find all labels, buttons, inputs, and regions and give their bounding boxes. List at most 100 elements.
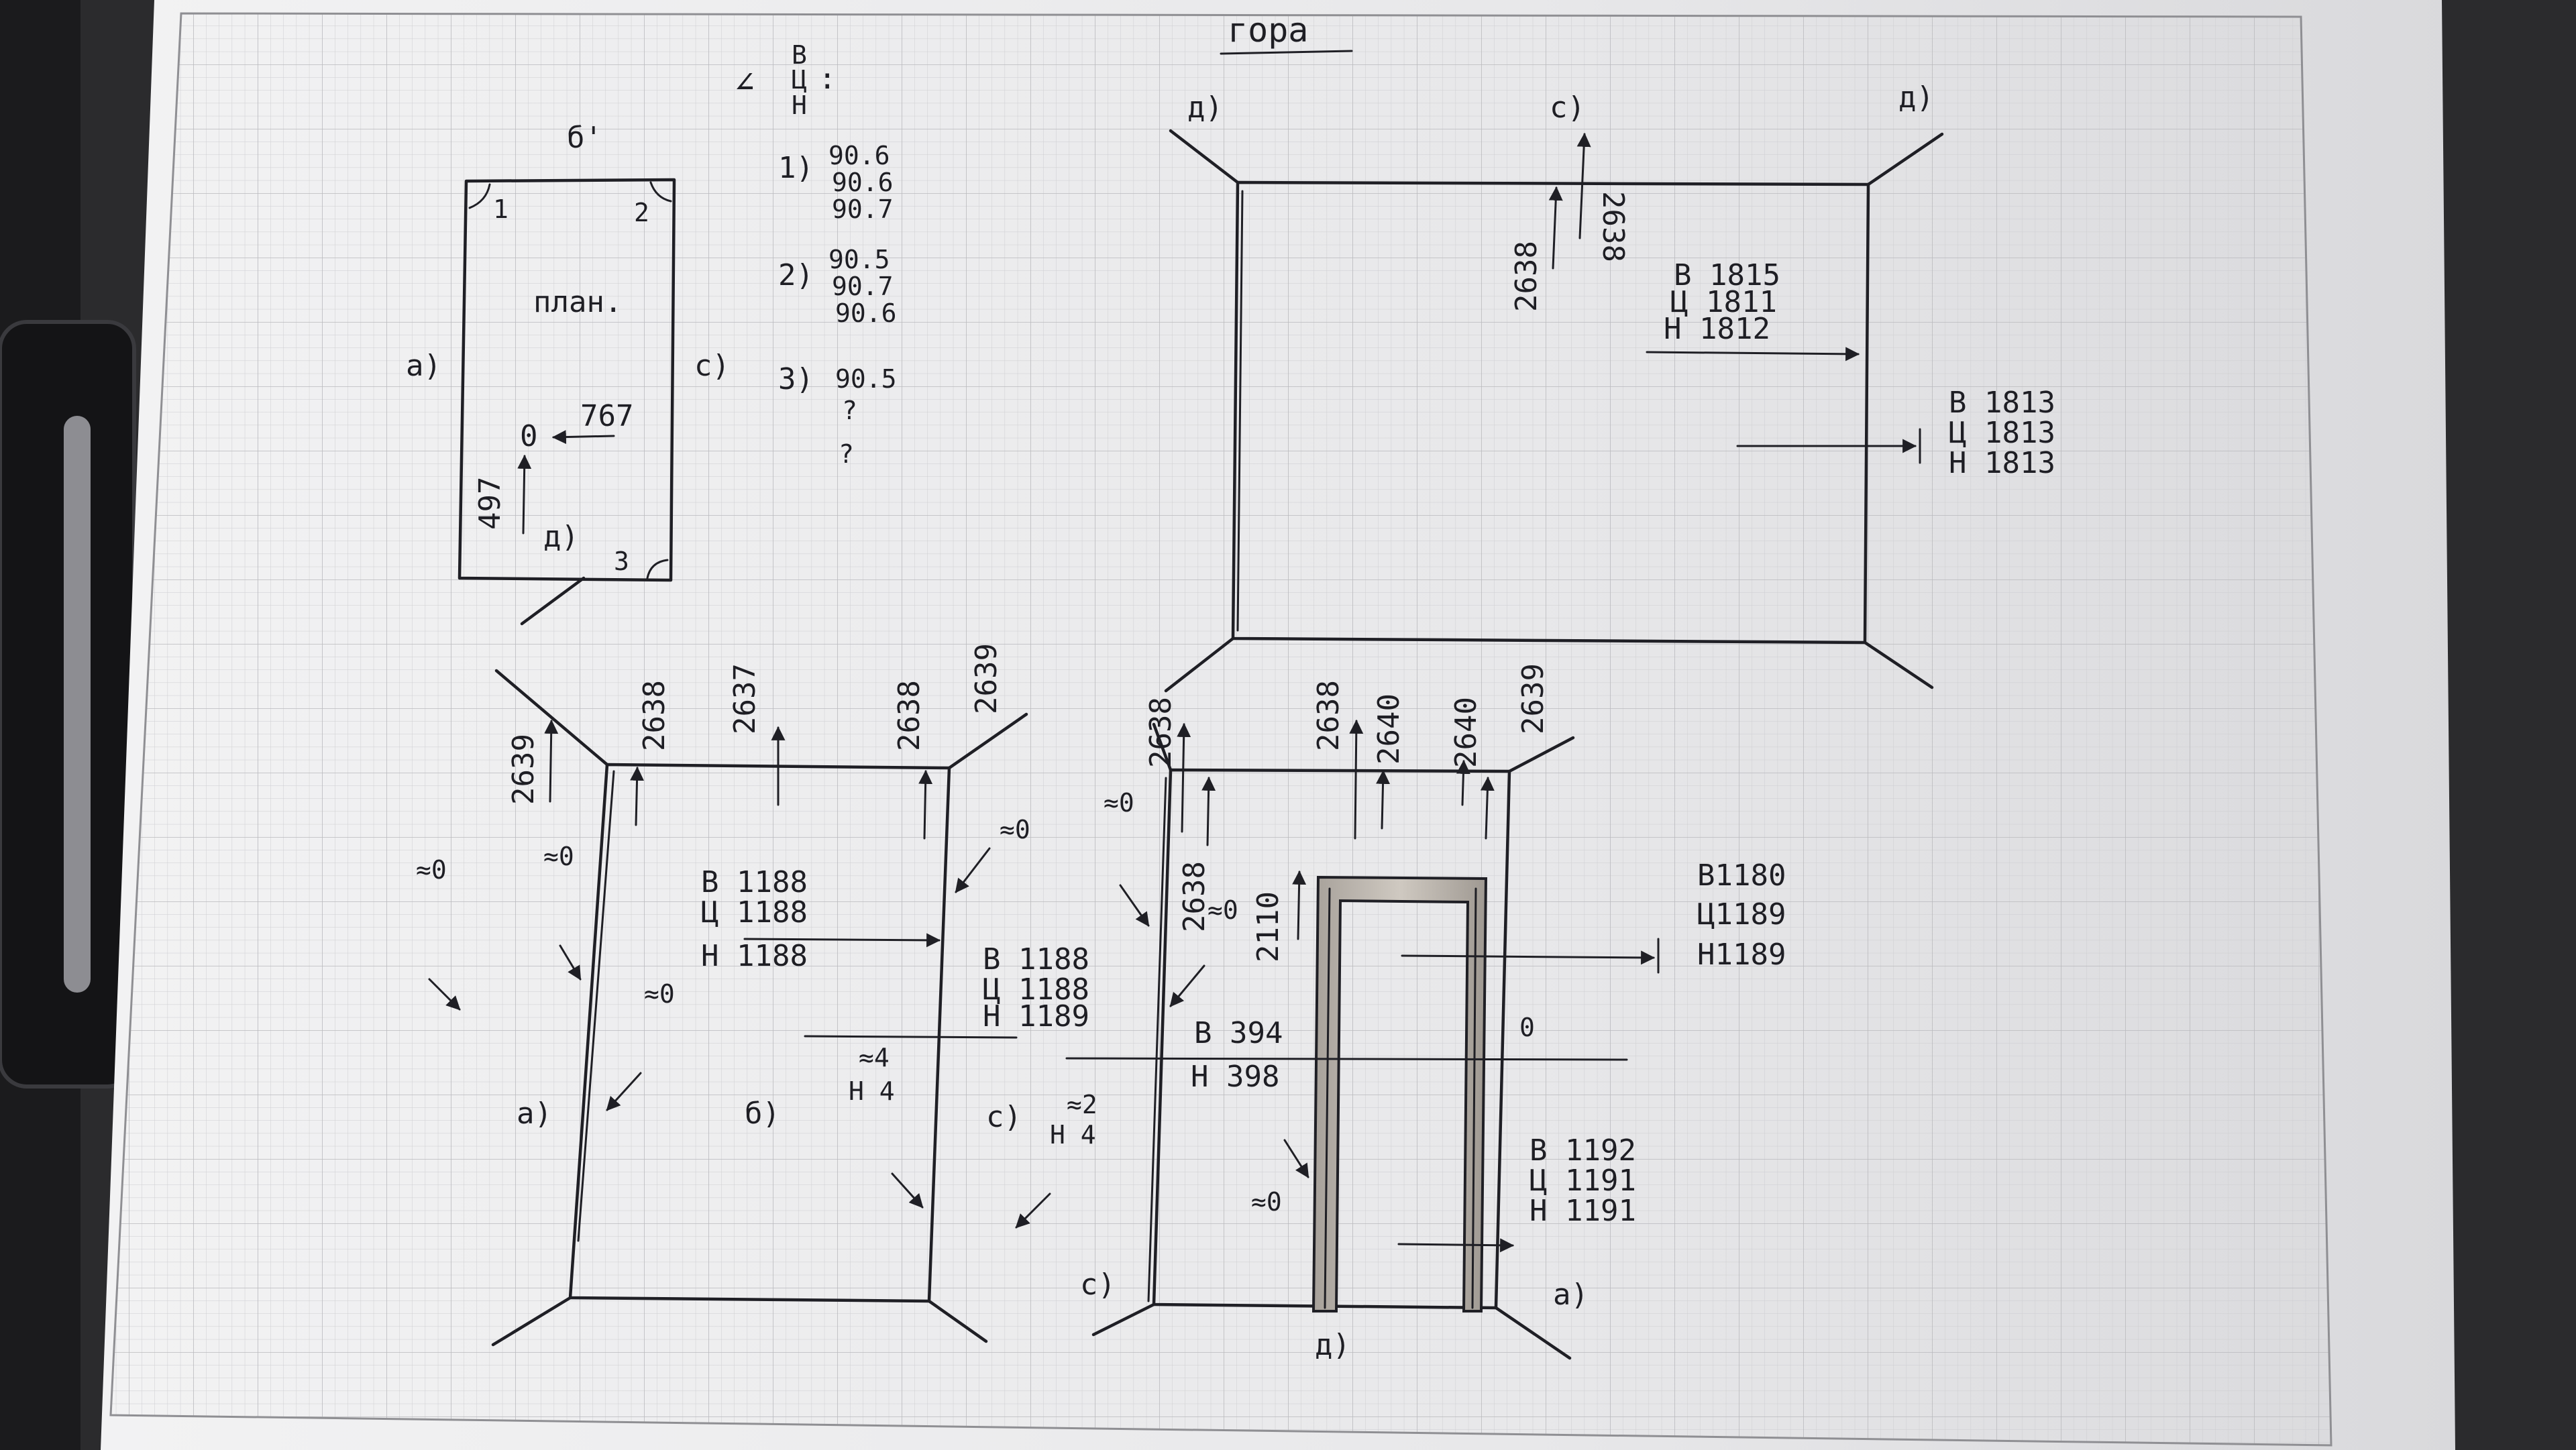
- left-wall-tilt-arrow-2: [559, 944, 582, 981]
- plan-left-label: а): [406, 349, 441, 383]
- angle-legend-bottom: Н: [792, 91, 807, 120]
- ceiling-corner-tr: [1866, 132, 1944, 186]
- right-wall-width-top-c: Ц1189: [1697, 897, 1786, 932]
- right-wall-height-6: 2639: [1516, 663, 1550, 734]
- right-wall-height-arrow-5: [1456, 759, 1470, 806]
- right-wall-width-bottom-arrow: [1397, 1238, 1515, 1253]
- left-wall-width-center-arrow: [743, 933, 941, 948]
- left-wall-width-lower-n: Н 1189: [983, 999, 1089, 1034]
- left-wall-label-c: с): [986, 1100, 1022, 1134]
- angle-item-2-v2: 90.7: [832, 272, 894, 301]
- right-wall-width-left-line: [1065, 1057, 1628, 1061]
- ceiling-height-1: 2638: [1509, 241, 1544, 312]
- ceiling-width-right-n: Н 1813: [1949, 446, 2055, 480]
- plan-horizontal-dim-arrow: [551, 430, 615, 445]
- left-wall-plumb-7: ≈2: [1067, 1090, 1097, 1119]
- binder-clip-bar-icon: [64, 416, 91, 993]
- angle-item-1-v1: 90.6: [828, 141, 890, 170]
- left-wall-inner-edge: [577, 770, 615, 1242]
- plan-corner-3: 3: [614, 547, 629, 576]
- right-wall-label-d: д): [1315, 1328, 1350, 1362]
- right-wall-width-left-n: Н 398: [1191, 1060, 1279, 1094]
- ceiling-width-top-c: Ц 1811: [1670, 285, 1777, 319]
- ceiling-inner-left-edge: [1236, 190, 1244, 632]
- header-underline: [1220, 50, 1353, 55]
- right-wall-height-arrow-2: [1201, 776, 1216, 846]
- left-wall-elevation: 2639 2638 2637 2638 2639 В 1188 Ц 1188 Н…: [416, 643, 1097, 1347]
- right-wall-width-top-arrow: [1401, 950, 1656, 965]
- plan-dim-vertical: 497: [473, 477, 507, 530]
- angle-legend-top: В: [792, 40, 807, 70]
- angle-item-3-v3: ?: [839, 439, 854, 469]
- angles-list: ∠ В Ц Н : 1) 90.6 90.6 90.7 2) 90.5 90.7…: [735, 40, 897, 469]
- left-wall-height-arrow-4: [918, 769, 933, 840]
- plan-right-label: с): [694, 349, 730, 383]
- ceiling-width-top-v: В 1815: [1674, 258, 1780, 292]
- right-wall-width-top-n: Н1189: [1697, 938, 1786, 972]
- left-wall-plumb-5: ≈4: [859, 1043, 890, 1072]
- left-wall-height-3: 2637: [728, 663, 762, 734]
- right-wall-door-height-arrow: [1292, 870, 1307, 940]
- plan-vertical-dim-arrow: [517, 454, 532, 535]
- ceiling-height-2: 2638: [1596, 191, 1630, 262]
- right-wall-height-arrow-3: [1349, 719, 1364, 840]
- door-frame-inner-line-right: [1471, 887, 1477, 1309]
- right-wall-width-bottom-c: Ц 1191: [1529, 1164, 1636, 1198]
- plan-corner-1: 1: [493, 194, 508, 224]
- left-wall-corner-tr: [947, 712, 1028, 770]
- right-wall-tilt-arrow-1: [1119, 884, 1150, 927]
- ceiling-label-left: д): [1187, 91, 1223, 125]
- right-wall-width-bottom-v: В 1192: [1529, 1133, 1636, 1168]
- plan-corner-2: 2: [634, 198, 649, 227]
- right-wall-label-c: с): [1080, 1268, 1116, 1302]
- right-wall-corner-tr: [1507, 736, 1575, 773]
- angle-item-2-v3: 90.6: [835, 298, 897, 328]
- plan-corner-2-arc: [649, 181, 672, 203]
- left-wall-width-center-n: Н 1188: [701, 939, 808, 973]
- left-wall-width-lower-c: Ц 1188: [983, 972, 1089, 1007]
- angle-item-1-v2: 90.6: [832, 168, 894, 197]
- angle-legend-colon: :: [818, 62, 837, 96]
- left-wall-tilt-arrow-5: [891, 1172, 924, 1209]
- right-wall-tilt-arrow-2: [1169, 964, 1205, 1007]
- right-wall-corner-br: [1494, 1306, 1572, 1360]
- right-wall-width-bottom-n: Н 1191: [1529, 1194, 1636, 1228]
- ceiling-height-arrow-2: [1576, 132, 1591, 239]
- ceiling-view: д) с) д) 2638 2638 В 1815 Ц 1811 Н 1812 …: [1164, 80, 2055, 693]
- left-wall-width-center-c: Ц 1188: [701, 895, 808, 930]
- left-wall-width-center-v: В 1188: [701, 865, 808, 899]
- plan-outline: [458, 178, 676, 582]
- angle-item-2-num: 2): [778, 258, 814, 292]
- angle-item-3-v2: ?: [842, 396, 857, 425]
- right-wall-height-arrow-6: [1480, 776, 1495, 840]
- angle-symbol-icon: ∠: [735, 63, 755, 102]
- left-wall-height-arrow-1: [544, 719, 559, 803]
- plan-origin: 0: [520, 419, 538, 453]
- graph-paper-grid: [109, 12, 2332, 1447]
- left-wall-height-2: 2638: [637, 680, 672, 751]
- floor-plan: б' план. а) с) д) 1 2 3 0 767 497: [406, 121, 730, 626]
- plan-entry-diagonal: [520, 576, 586, 626]
- plan-corner-3-arc: [646, 559, 669, 579]
- left-wall-width-lower-line: [804, 1035, 1018, 1039]
- ceiling-label-right: д): [1898, 80, 1934, 115]
- angle-item-3-v1: 90.5: [835, 364, 897, 394]
- left-wall-height-4: 2638: [892, 680, 926, 751]
- page-header: гора: [1228, 11, 1308, 50]
- left-wall-plumb-2: ≈0: [543, 842, 574, 871]
- plan-title: план.: [533, 285, 622, 319]
- left-wall-corner-tl: [494, 669, 609, 767]
- plan-dim-horizontal: 767: [580, 399, 633, 433]
- right-wall-height-arrow-4: [1376, 769, 1391, 830]
- door-frame-outer: [1311, 875, 1488, 1313]
- left-wall-plumb-6: Н 4: [849, 1076, 895, 1106]
- right-wall-plumb-2: ≈0: [1208, 895, 1238, 925]
- ceiling-width-top-n: Н 1812: [1664, 312, 1770, 346]
- angle-item-1-v3: 90.7: [832, 194, 894, 224]
- angle-legend-center: Ц: [792, 65, 807, 95]
- left-wall-label-a: а): [517, 1097, 552, 1131]
- angle-item-1-num: 1): [778, 151, 814, 185]
- left-wall-tilt-arrow-3: [606, 1072, 642, 1111]
- right-wall-corner-tl: [1152, 722, 1173, 772]
